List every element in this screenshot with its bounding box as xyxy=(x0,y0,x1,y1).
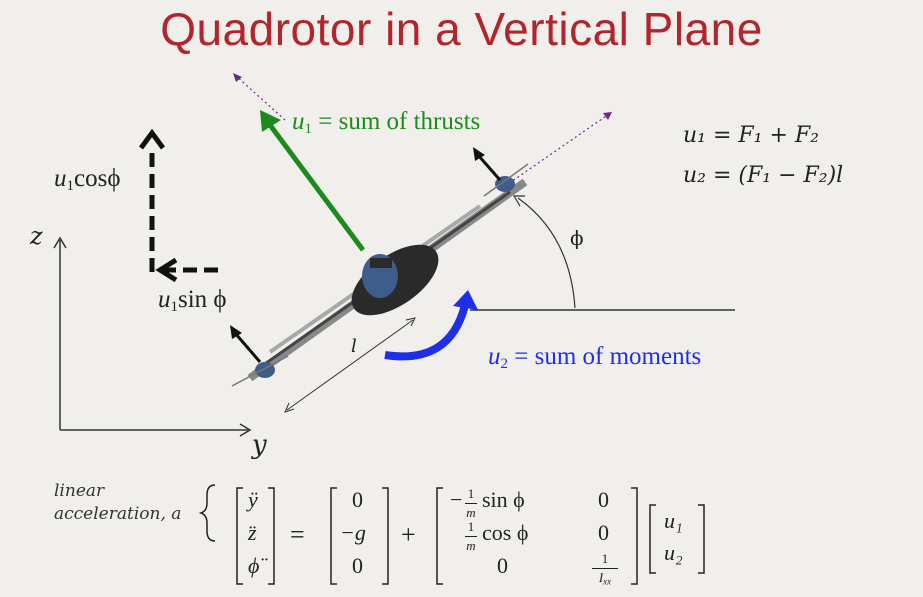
coeff-r1c1-sign: − xyxy=(450,487,463,512)
component-arrows xyxy=(138,128,218,283)
thrust-axis-dashed xyxy=(234,74,286,121)
equation-u2: u₂ = (F₁ − F₂)l xyxy=(683,163,844,188)
moment-label: u2 = sum of moments xyxy=(488,343,702,372)
quadrotor-body xyxy=(231,163,529,387)
coeff-r3c1: 0 xyxy=(497,553,508,578)
lhs-row-3: ϕ̈ xyxy=(248,553,260,578)
arm-length-label: l xyxy=(351,336,357,357)
gravity-row-2: −g xyxy=(340,520,366,545)
slide-title: Quadrotor in a Vertical Plane xyxy=(160,3,763,55)
axes xyxy=(53,236,252,437)
equation-u1: u₁ = F₁ + F₂ xyxy=(683,123,819,148)
axis-z-label: z xyxy=(30,222,43,250)
linear-acceleration-note: linear acceleration, a xyxy=(54,481,182,524)
coeff-r2c1-func: cos ϕ xyxy=(482,520,529,545)
body-axis-dashed xyxy=(504,111,613,187)
coeff-r1c1-func: sin ϕ xyxy=(482,487,525,512)
lhs-row-1: ÿ xyxy=(248,487,258,512)
matrix-brackets xyxy=(198,484,705,585)
motor-thrust-arrows xyxy=(230,147,502,363)
gravity-row-3: 0 xyxy=(352,553,363,578)
plus-sign: + xyxy=(401,520,416,549)
lhs-row-2: z̈ xyxy=(248,520,257,545)
gravity-row-1: 0 xyxy=(352,487,363,512)
arm-length-dimension xyxy=(284,317,416,413)
cos-component-label: u1cosϕ xyxy=(54,165,121,194)
thrust-label: u1 = sum of thrusts xyxy=(292,108,481,137)
coeff-r1c2: 0 xyxy=(598,487,609,512)
thrust-arrow xyxy=(260,110,366,252)
input-u2: u₂ xyxy=(664,540,683,565)
sin-component-label: u1sin ϕ xyxy=(158,286,227,315)
input-u1: u₁ xyxy=(664,508,683,533)
axis-y-label: y xyxy=(252,430,267,460)
equals-sign: = xyxy=(290,520,305,549)
coeff-r2c2: 0 xyxy=(598,520,609,545)
moment-arrow xyxy=(384,290,478,361)
phi-arc xyxy=(517,197,576,309)
phi-label: ϕ xyxy=(570,226,584,250)
